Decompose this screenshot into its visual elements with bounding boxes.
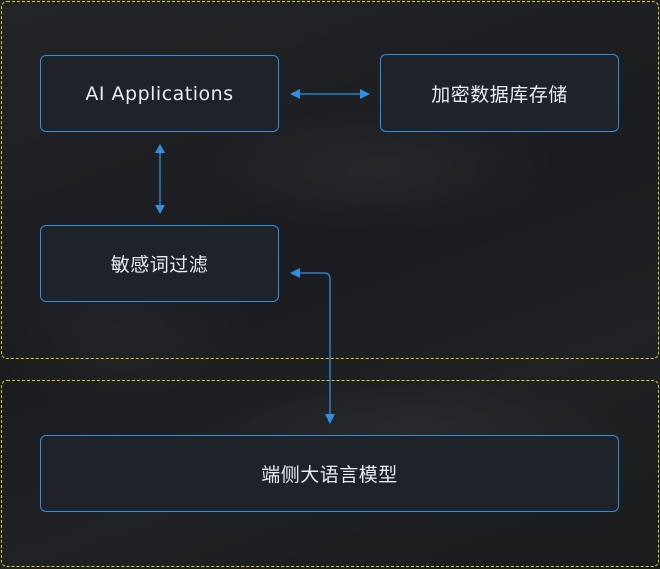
sensitive-word-filter-label: 敏感词过滤 xyxy=(110,254,209,276)
on-device-llm-node: 端侧大语言模型 xyxy=(40,435,619,512)
ai-applications-node: AI Applications xyxy=(40,55,279,132)
sensitive-word-filter-node: 敏感词过滤 xyxy=(40,225,279,302)
on-device-llm-label: 端侧大语言模型 xyxy=(261,464,398,486)
ai-applications-label: AI Applications xyxy=(85,82,234,105)
encrypted-database-node: 加密数据库存储 xyxy=(380,54,619,132)
encrypted-database-label: 加密数据库存储 xyxy=(431,83,568,106)
